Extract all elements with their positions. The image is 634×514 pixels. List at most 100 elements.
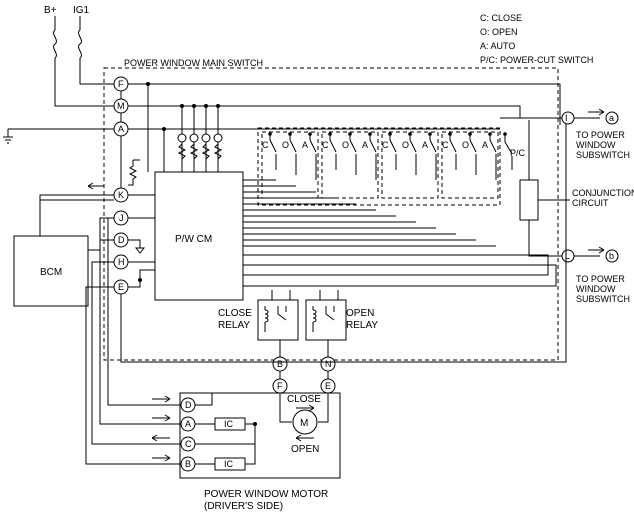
motor-symbol: [292, 409, 318, 435]
svg-text:A: A: [118, 124, 124, 134]
svg-text:A: A: [362, 140, 368, 150]
m-line: [128, 105, 521, 118]
motor-enclosure: [179, 392, 341, 479]
legend-close: C: CLOSE: [480, 13, 522, 23]
svg-text:RELAY: RELAY: [218, 320, 250, 331]
e-loop: [120, 124, 567, 363]
conj-label-2: CIRCUIT: [572, 198, 609, 208]
conj-label-1: CONJUNCTION: [572, 188, 634, 198]
svg-text:CLOSE: CLOSE: [218, 308, 252, 319]
open-arrow: [295, 434, 314, 442]
k-resistor: [128, 160, 138, 186]
svg-text:SUBSWITCH: SUBSWITCH: [576, 150, 630, 160]
svg-text:OPEN: OPEN: [291, 444, 319, 455]
ground-symbol: [3, 129, 13, 144]
bcm-block: [13, 235, 89, 307]
svg-text:F: F: [118, 79, 124, 89]
close-coil: [264, 306, 269, 332]
harness-e: [85, 286, 181, 465]
bplus-fuse-wire: [53, 16, 114, 107]
arrow-c: [151, 434, 170, 442]
svg-text:D: D: [185, 400, 192, 410]
svg-text:C: C: [382, 140, 389, 150]
svg-text:J: J: [119, 213, 124, 223]
bcm-wires: [39, 199, 114, 251]
legend: C: CLOSE O: OPEN A: AUTO P/C: POWER-CUT …: [480, 13, 593, 65]
svg-text:O: O: [462, 140, 469, 150]
svg-text:A: A: [482, 140, 488, 150]
svg-text:N: N: [325, 359, 332, 369]
svg-text:B: B: [185, 459, 191, 469]
arrow-b: [152, 454, 171, 462]
terminal-i: [561, 111, 575, 125]
switch-group-2: [321, 131, 379, 199]
power-sources: B+ IG1: [44, 5, 114, 107]
d-ground: [128, 239, 146, 254]
harness-d: [99, 239, 181, 425]
ig1-label: IG1: [73, 5, 90, 16]
svg-text:IC: IC: [224, 459, 234, 469]
svg-text:WINDOW: WINDOW: [576, 284, 616, 294]
i-arrow: [588, 108, 605, 116]
arrow-d: [152, 395, 171, 403]
bcm-label: BCM: [40, 267, 62, 278]
svg-text:CLOSE: CLOSE: [287, 394, 321, 405]
mc-d-up: [195, 393, 213, 406]
motor-title-2: (DRIVER'S SIDE): [204, 501, 283, 512]
svg-text:K: K: [118, 190, 124, 200]
harness-h: [91, 261, 181, 445]
relay-to-motor: [279, 371, 329, 379]
switch-array-box: [257, 127, 501, 206]
svg-text:A: A: [302, 140, 308, 150]
switch-group-4: [441, 131, 499, 199]
pc-switch: [504, 134, 513, 170]
svg-text:TO POWER: TO POWER: [576, 274, 625, 284]
svg-text:A: A: [185, 419, 191, 429]
motor-title-1: POWER WINDOW MOTOR: [204, 489, 328, 500]
svg-text:IC: IC: [224, 419, 234, 429]
svg-text:A: A: [422, 140, 428, 150]
svg-text:I: I: [565, 113, 568, 123]
svg-text:OPEN: OPEN: [346, 308, 374, 319]
svg-text:SUBSWITCH: SUBSWITCH: [576, 294, 630, 304]
pwcm-block: [154, 171, 244, 301]
ic-wires: [195, 423, 256, 465]
bplus-label: B+: [44, 5, 57, 16]
k-out: [39, 194, 114, 200]
legend-auto: A: AUTO: [480, 41, 515, 51]
l-arrow: [588, 246, 605, 254]
svg-text:M: M: [117, 101, 125, 111]
switch-contacts: C O A C O A C O A C O A: [262, 132, 497, 180]
pc-label: P/C: [510, 148, 526, 158]
svg-text:WINDOW: WINDOW: [576, 140, 616, 150]
m-drops: [181, 106, 219, 172]
svg-text:M: M: [300, 418, 308, 429]
relay-top-wires: [271, 290, 339, 300]
relay-down-wires: [279, 340, 329, 357]
svg-text:C: C: [322, 140, 329, 150]
led-resistor-array: [177, 133, 223, 160]
svg-text:a: a: [609, 113, 614, 123]
svg-text:D: D: [118, 235, 125, 245]
conjunction-circuit-block: [519, 179, 539, 221]
pwcm-right-wires: [243, 254, 557, 287]
close-arrow: [296, 404, 315, 412]
close-contact: [277, 306, 287, 321]
svg-text:O: O: [402, 140, 409, 150]
open-coil: [312, 306, 317, 332]
svg-text:E: E: [325, 381, 331, 391]
svg-text:C: C: [185, 439, 192, 449]
ref-b: [605, 249, 619, 263]
svg-text:b: b: [609, 251, 614, 261]
svg-text:C: C: [442, 140, 449, 150]
l-feed: [528, 240, 562, 257]
harness-j: [107, 217, 181, 406]
svg-text:B: B: [277, 359, 283, 369]
svg-text:C: C: [262, 140, 269, 150]
main-switch-terminals: F M A K J D H E: [113, 76, 129, 295]
open-contact: [325, 306, 335, 321]
svg-text:F: F: [277, 381, 283, 391]
e-wire: [128, 269, 155, 288]
legend-open: O: OPEN: [480, 27, 518, 37]
